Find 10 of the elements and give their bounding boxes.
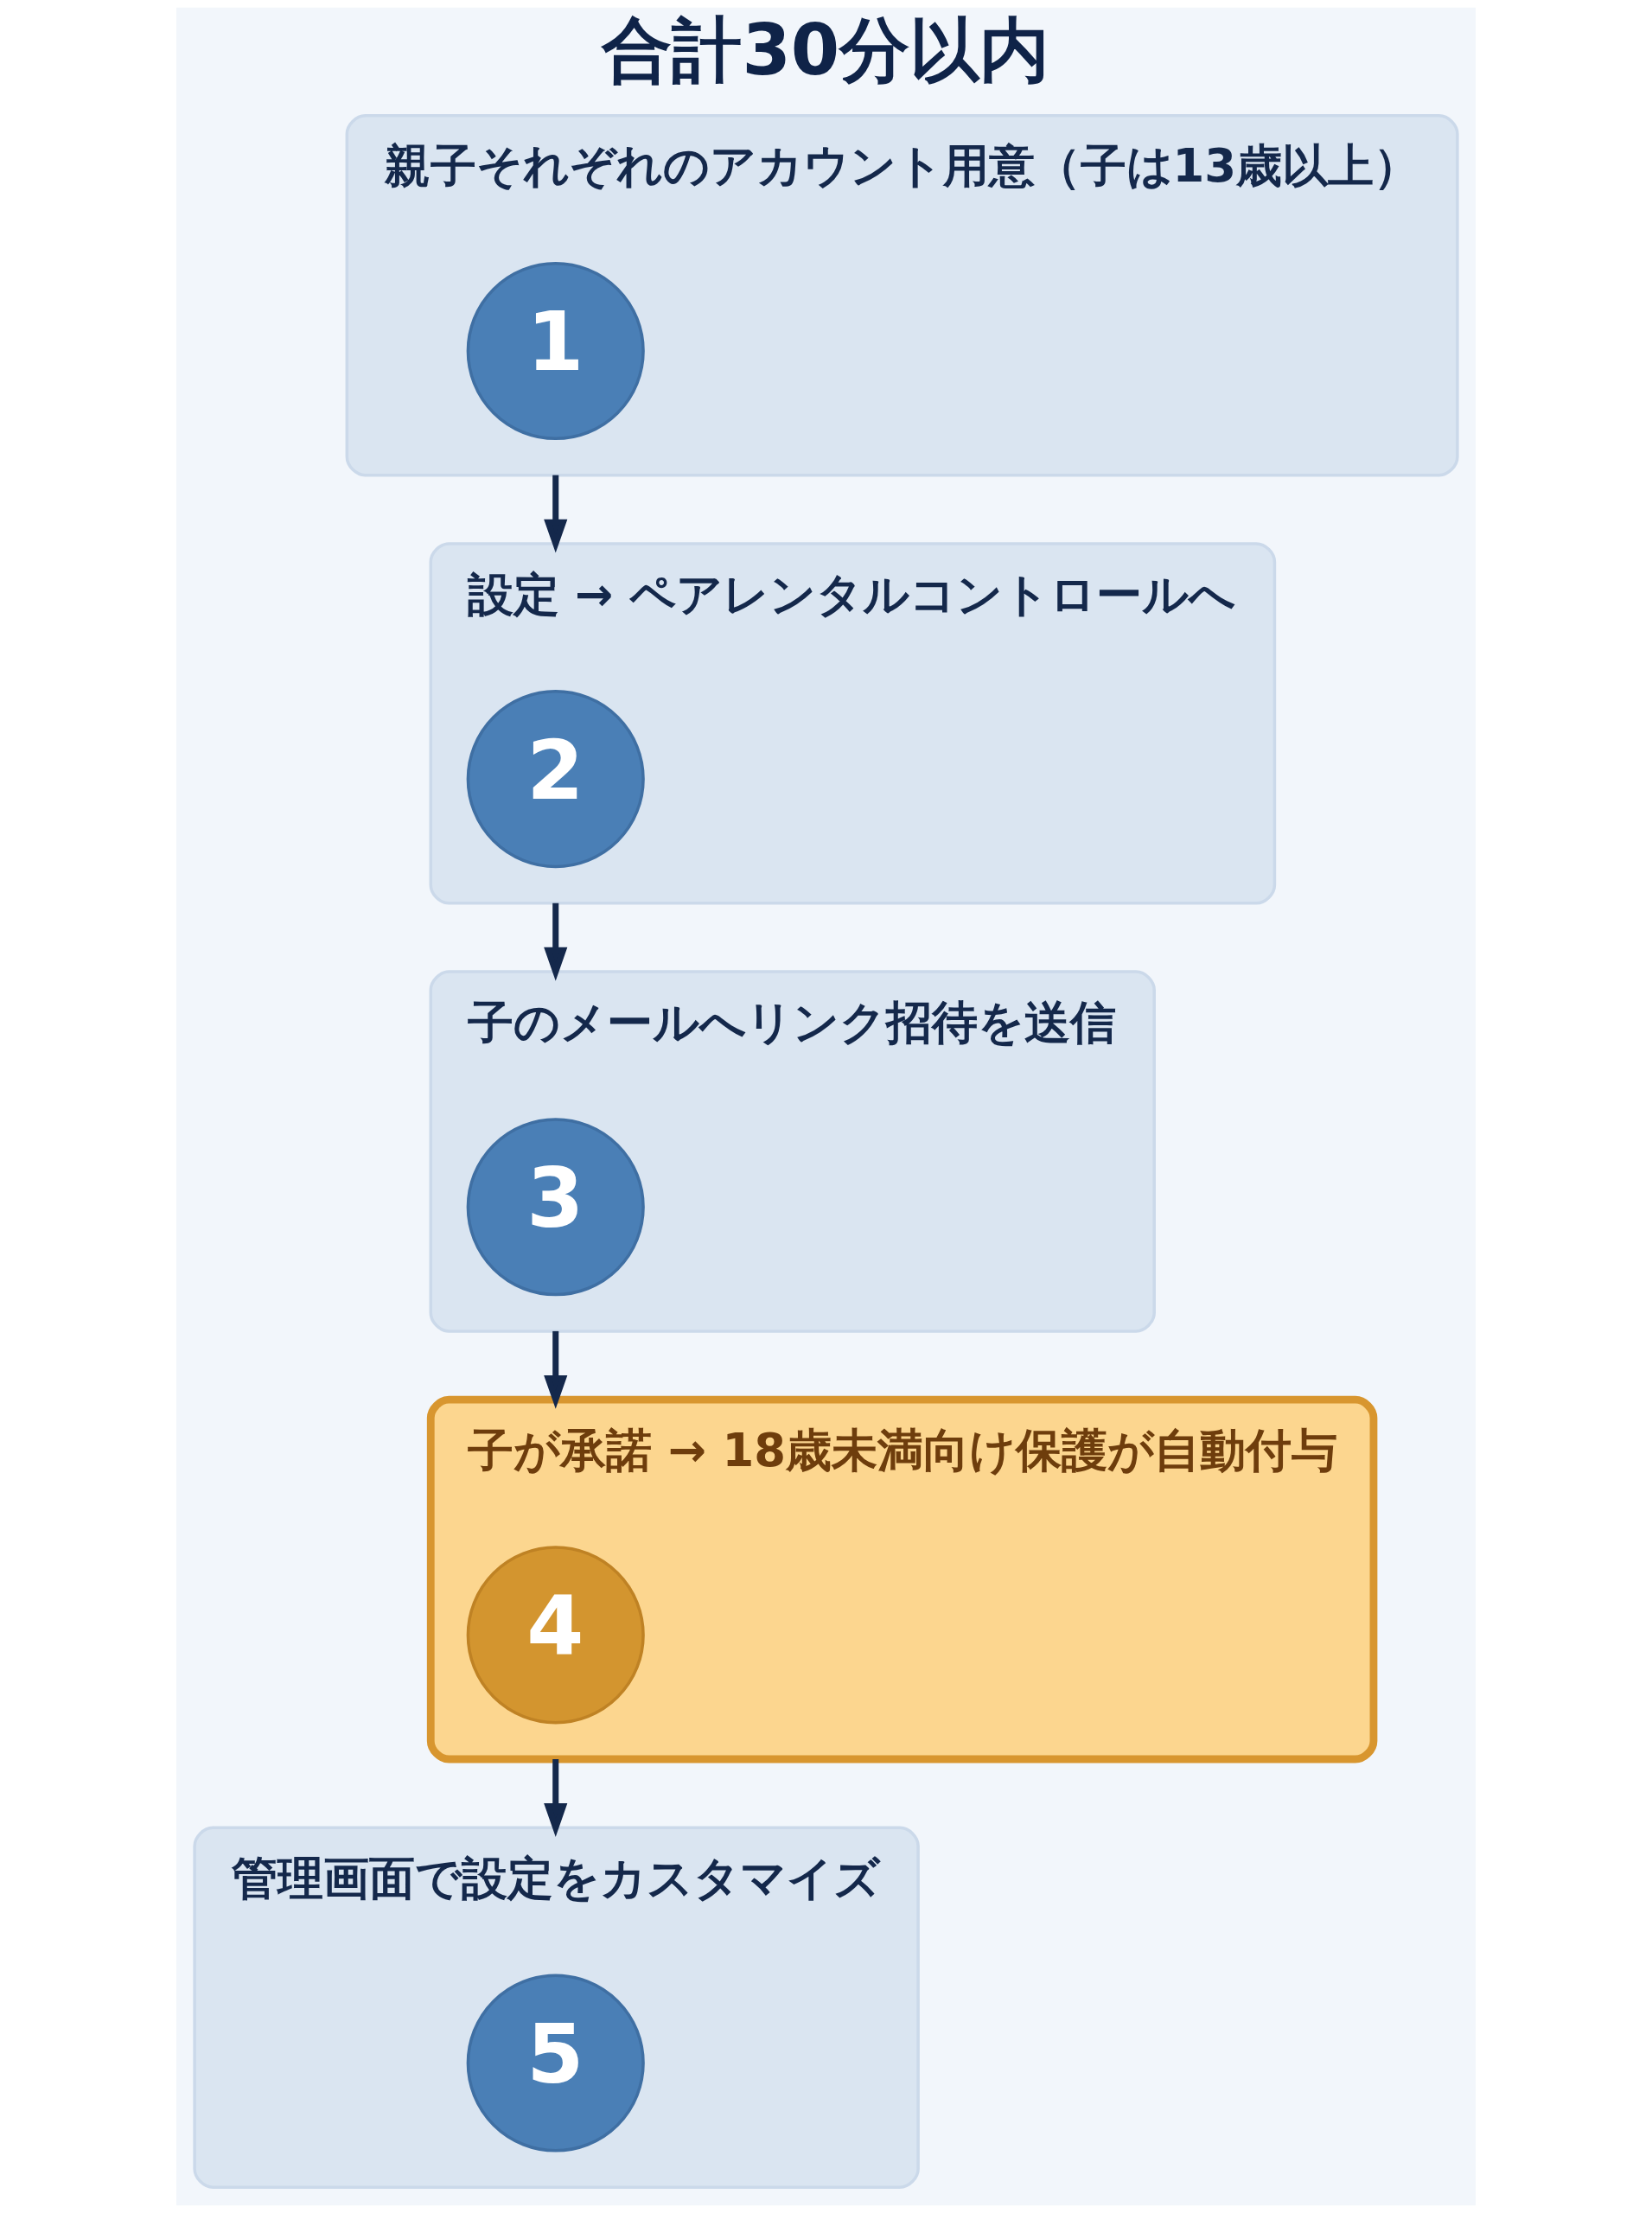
arrow: [544, 475, 568, 553]
arrow: [544, 902, 568, 981]
arrow: [544, 1330, 568, 1409]
node-circle: 4: [466, 1546, 645, 1725]
arrow: [544, 1759, 568, 1837]
node-circle: 1: [466, 261, 645, 441]
diagram-title: 合計30分以内: [602, 9, 1050, 91]
node-circle: 3: [466, 1118, 645, 1297]
node-circle: 2: [466, 690, 645, 869]
node-circle: 5: [466, 1974, 645, 2152]
